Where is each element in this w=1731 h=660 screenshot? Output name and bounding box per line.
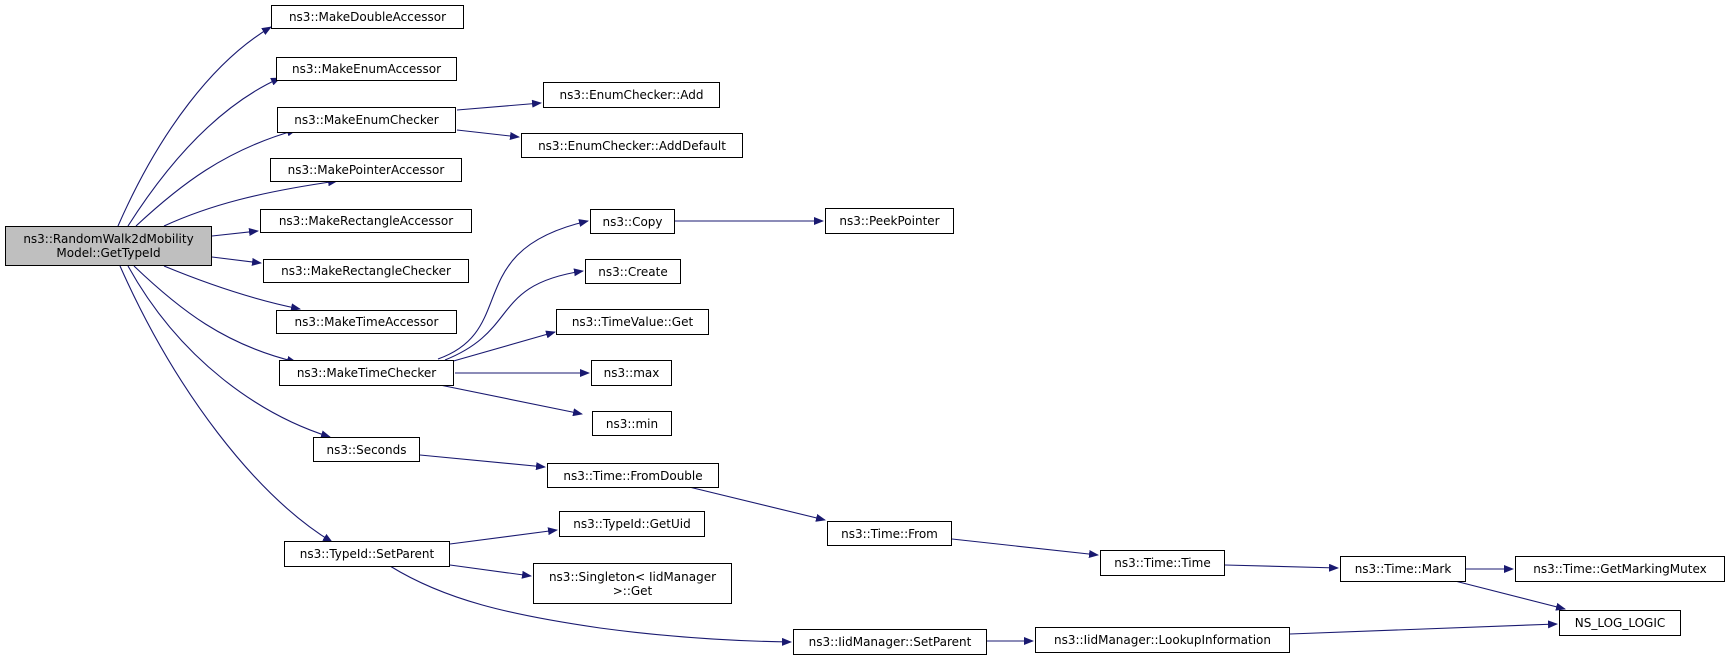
node-label: ns3::Create [598,264,668,279]
edge-root-make-time-accessor [163,265,301,312]
node-make-double-accessor[interactable]: ns3::MakeDoubleAccessor [271,5,464,29]
node-label: ns3::MakePointerAccessor [287,163,445,177]
node-make-rectangle-checker[interactable]: ns3::MakeRectangleChecker [263,259,469,283]
edge-root-make-pointer-accessor [163,178,338,227]
node-copy[interactable]: ns3::Copy [590,209,675,234]
edge-make-time-checker-time-value-get [449,330,556,363]
edge-typeid-set-parent-typeid-get-uid [449,527,558,545]
node-typeid-get-uid[interactable]: ns3::TypeId::GetUid [559,511,705,537]
call-edges [117,26,1566,646]
edge-time-from-double-time-from [684,485,826,522]
node-label: ns3::MakeRectangleChecker [281,264,451,278]
edge-seconds-time-from-double [419,454,546,471]
node-iidmanager-lookup-information[interactable]: ns3::IidManager::LookupInformation [1035,627,1290,653]
node-label: ns3::TypeId::SetParent [299,547,435,561]
node-label: ns3::Time::Mark [1354,562,1452,576]
node-label-line: ns3::RandomWalk2dMobility [23,232,194,246]
edge-make-enum-checker-enum-checker-add [456,99,542,111]
node-create[interactable]: ns3::Create [585,259,681,284]
node-label: ns3::MakeEnumChecker [294,113,439,127]
node-label: ns3::Time::GetMarkingMutex [1533,562,1707,576]
edge-root-make-enum-accessor [127,77,281,227]
node-label: ns3::Time::FromDouble [563,468,703,483]
node-label: ns3::min [605,416,659,431]
edge-typeid-set-parent-iidmanager-set-parent [389,565,792,646]
node-label: ns3::TimeValue::Get [571,315,694,329]
node-label: NS_LOG_LOGIC [1574,616,1666,630]
edge-root-make-double-accessor [117,26,272,227]
node-label: ns3::TypeId::GetUid [573,517,691,531]
edge-typeid-set-parent-singleton-iidmanager-get [449,564,532,579]
node-label-line: ns3::Singleton< IidManager [548,569,717,584]
node-peek-pointer[interactable]: ns3::PeekPointer [825,208,954,234]
edge-root-seconds [127,265,331,439]
node-time-from[interactable]: ns3::Time::From [827,521,952,546]
edge-iidmanager-lookup-information-ns-log-logic [1289,620,1558,635]
edge-root-make-rectangle-accessor [211,227,259,237]
node-make-enum-checker[interactable]: ns3::MakeEnumChecker [277,107,456,133]
node-time-mark[interactable]: ns3::Time::Mark [1340,556,1466,582]
node-label: ns3::EnumChecker::Add [559,88,704,102]
node-enum-checker-add[interactable]: ns3::EnumChecker::Add [543,82,720,108]
node-label: ns3::MakeTimeChecker [296,366,437,380]
node-label: ns3::IidManager::SetParent [808,635,972,649]
node-label: ns3::Time::Time [1114,556,1211,570]
node-time-get-marking-mutex[interactable]: ns3::Time::GetMarkingMutex [1515,556,1725,582]
node-ns-log-logic[interactable]: NS_LOG_LOGIC [1559,610,1681,636]
node-iidmanager-set-parent[interactable]: ns3::IidManager::SetParent [793,629,987,655]
edge-make-time-checker-create [444,268,584,361]
edge-make-time-checker-copy [437,219,589,360]
node-enum-checker-add-default[interactable]: ns3::EnumChecker::AddDefault [521,133,743,158]
node-label-line: Model::GetTypeId [56,246,161,260]
node-max[interactable]: ns3::max [591,360,672,386]
edge-root-typeid-set-parent [119,265,333,543]
node-label: ns3::PeekPointer [839,214,940,228]
node-make-time-checker[interactable]: ns3::MakeTimeChecker [279,360,454,386]
node-seconds[interactable]: ns3::Seconds [313,437,420,462]
node-label: ns3::Seconds [326,442,407,457]
edge-make-time-checker-min [434,383,583,417]
node-label: ns3::Time::From [841,526,938,541]
edge-time-mark-ns-log-logic [1454,580,1566,611]
node-label: ns3::MakeEnumAccessor [291,62,442,76]
node-time-time[interactable]: ns3::Time::Time [1100,550,1225,576]
node-typeid-set-parent[interactable]: ns3::TypeId::SetParent [284,541,450,567]
edge-root-make-time-checker [133,265,297,364]
edge-make-enum-checker-enum-checker-add-default [456,129,520,140]
node-label: ns3::IidManager::LookupInformation [1054,633,1271,647]
edge-root-make-rectangle-checker [211,256,262,266]
node-label: ns3::MakeRectangleAccessor [278,214,454,228]
node-label: ns3::max [603,366,660,380]
edge-time-from-time-time [951,538,1099,558]
node-label: ns3::MakeDoubleAccessor [288,10,447,24]
node-label: ns3::MakeTimeAccessor [294,315,439,329]
node-time-value-get[interactable]: ns3::TimeValue::Get [556,309,709,335]
node-label: ns3::EnumChecker::AddDefault [538,138,726,153]
node-make-time-accessor[interactable]: ns3::MakeTimeAccessor [276,310,457,334]
node-make-rectangle-accessor[interactable]: ns3::MakeRectangleAccessor [260,209,472,233]
node-label-line: >::Get [612,583,653,598]
edge-time-time-time-mark [1224,563,1339,572]
node-label: ns3::Copy [602,214,663,229]
node-min[interactable]: ns3::min [592,411,672,436]
node-make-pointer-accessor[interactable]: ns3::MakePointerAccessor [270,158,462,182]
node-make-enum-accessor[interactable]: ns3::MakeEnumAccessor [276,57,457,81]
node-singleton-iidmanager-get[interactable]: ns3::Singleton< IidManager>::Get [533,563,732,604]
edge-root-make-enum-checker [135,128,297,227]
node-time-from-double[interactable]: ns3::Time::FromDouble [547,463,719,488]
